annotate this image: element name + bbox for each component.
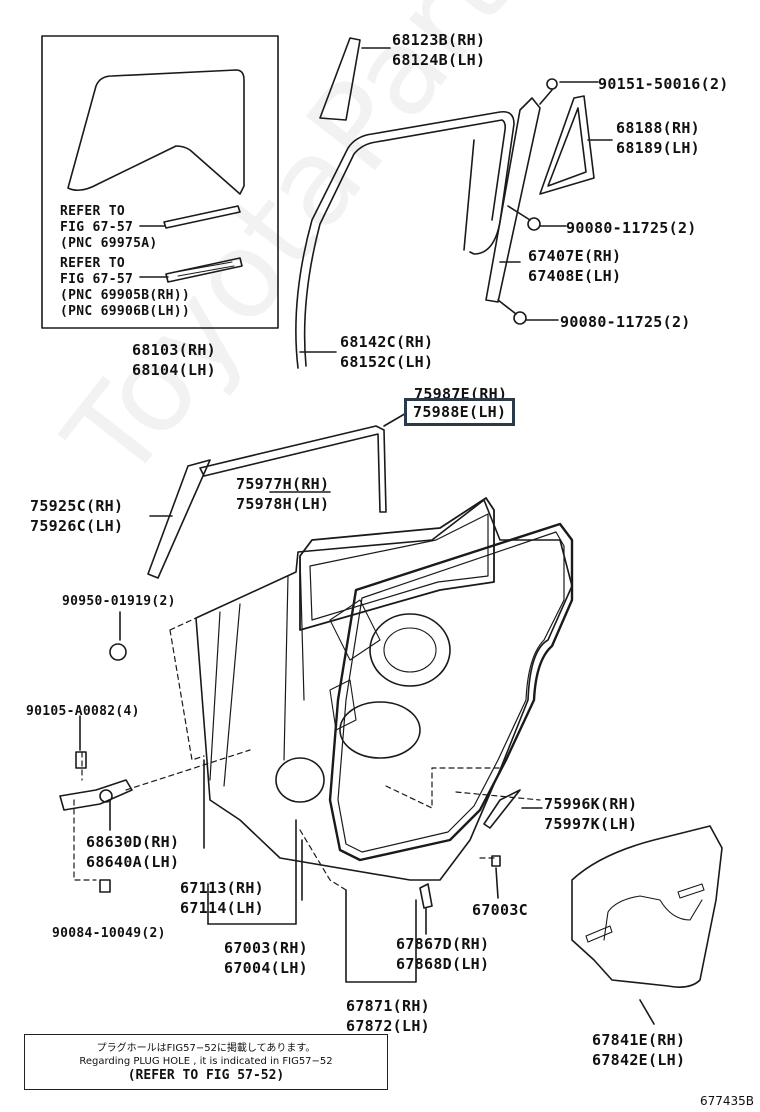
door-panel bbox=[195, 499, 573, 881]
part-67113: 67113(RH) bbox=[180, 879, 264, 897]
inset-weatherstrip-1 bbox=[163, 205, 241, 229]
part-68124b: 68124B(LH) bbox=[392, 51, 486, 69]
part-67867d: 67867D(RH) bbox=[396, 935, 490, 953]
screw-67003c bbox=[491, 855, 501, 867]
diagram-code: 677435B bbox=[699, 1094, 754, 1108]
part-68142c: 68142C(RH) bbox=[340, 333, 434, 351]
part-90151: 90151-50016(2) bbox=[598, 75, 729, 93]
part-75977h: 75977H(RH) bbox=[236, 475, 330, 493]
part-75925c: 75925C(RH) bbox=[30, 497, 124, 515]
bolt-upper bbox=[527, 217, 541, 231]
refer1-line3: (PNC 69975A) bbox=[60, 236, 158, 251]
door-frame bbox=[299, 497, 495, 631]
plug bbox=[109, 643, 127, 661]
division-bar bbox=[485, 97, 541, 303]
part-68640a: 68640A(LH) bbox=[86, 853, 180, 871]
refer1-line2: FIG 67-57 bbox=[60, 220, 134, 235]
plug-hole-note: プラグホールはFIG57−52に掲載してあります。 Regarding PLUG… bbox=[24, 1034, 388, 1090]
refer2-line4: (PNC 69906B(LH)) bbox=[60, 304, 191, 319]
glass-run-channel bbox=[295, 110, 515, 369]
note-english: Regarding PLUG HOLE , it is indicated in… bbox=[79, 1056, 333, 1067]
refer1-line1: REFER TO bbox=[60, 204, 126, 219]
pad bbox=[483, 789, 521, 829]
part-68189: 68189(LH) bbox=[616, 139, 700, 157]
inset-weatherstrip-2 bbox=[165, 257, 243, 283]
part-67841e: 67841E(RH) bbox=[592, 1031, 686, 1049]
note-refer: (REFER TO FIG 57-52) bbox=[127, 1068, 285, 1083]
part-75978h: 75978H(LH) bbox=[236, 495, 330, 513]
screw bbox=[546, 78, 558, 90]
part-67004: 67004(LH) bbox=[224, 959, 308, 977]
quarter-glass bbox=[539, 95, 595, 195]
part-67114: 67114(LH) bbox=[180, 899, 264, 917]
quarter-window-cover bbox=[319, 37, 361, 121]
bolt-90084 bbox=[99, 879, 111, 893]
speaker-hole bbox=[369, 613, 451, 687]
clip bbox=[419, 883, 433, 909]
service-hole-cover bbox=[571, 825, 723, 988]
part-67871: 67871(RH) bbox=[346, 997, 430, 1015]
part-68104: 68104(LH) bbox=[132, 361, 216, 379]
part-67842e: 67842E(LH) bbox=[592, 1051, 686, 1069]
part-75988e-highlighted: 75988E(LH) bbox=[404, 398, 516, 426]
part-75997k: 75997K(LH) bbox=[544, 815, 638, 833]
access-hole bbox=[339, 701, 421, 759]
screw-90105 bbox=[75, 751, 87, 769]
part-67407e: 67407E(RH) bbox=[528, 247, 622, 265]
leader-dashes bbox=[73, 617, 541, 891]
inset-frame bbox=[41, 35, 279, 329]
part-67003: 67003(RH) bbox=[224, 939, 308, 957]
part-68152c: 68152C(LH) bbox=[340, 353, 434, 371]
part-90950: 90950-01919(2) bbox=[62, 594, 176, 609]
part-90105: 90105-A0082(4) bbox=[26, 704, 140, 719]
part-67872: 67872(LH) bbox=[346, 1017, 430, 1035]
part-68630d: 68630D(RH) bbox=[86, 833, 180, 851]
part-67408e: 67408E(LH) bbox=[528, 267, 622, 285]
door-glass bbox=[67, 69, 245, 195]
part-75926c: 75926C(LH) bbox=[30, 517, 124, 535]
belt-moulding bbox=[199, 425, 387, 513]
part-68123b: 68123B(RH) bbox=[392, 31, 486, 49]
part-68188: 68188(RH) bbox=[616, 119, 700, 137]
refer2-line3: (PNC 69905B(RH)) bbox=[60, 288, 191, 303]
pillar-garnish bbox=[147, 459, 211, 579]
part-67003c: 67003C bbox=[472, 901, 528, 919]
part-90080-upper: 90080-11725(2) bbox=[566, 219, 697, 237]
part-90084: 90084-10049(2) bbox=[52, 926, 166, 941]
part-75996k: 75996K(RH) bbox=[544, 795, 638, 813]
note-japanese: プラグホールはFIG57−52に掲載してあります。 bbox=[96, 1043, 316, 1054]
refer2-line1: REFER TO bbox=[60, 256, 126, 271]
lower-hole bbox=[275, 757, 325, 803]
door-weatherstrip bbox=[328, 522, 574, 862]
part-90080-lower: 90080-11725(2) bbox=[560, 313, 691, 331]
refer2-line2: FIG 67-57 bbox=[60, 272, 134, 287]
bolt-lower bbox=[513, 311, 527, 325]
door-check bbox=[59, 779, 133, 811]
part-68103: 68103(RH) bbox=[132, 341, 216, 359]
part-67868d: 67868D(LH) bbox=[396, 955, 490, 973]
